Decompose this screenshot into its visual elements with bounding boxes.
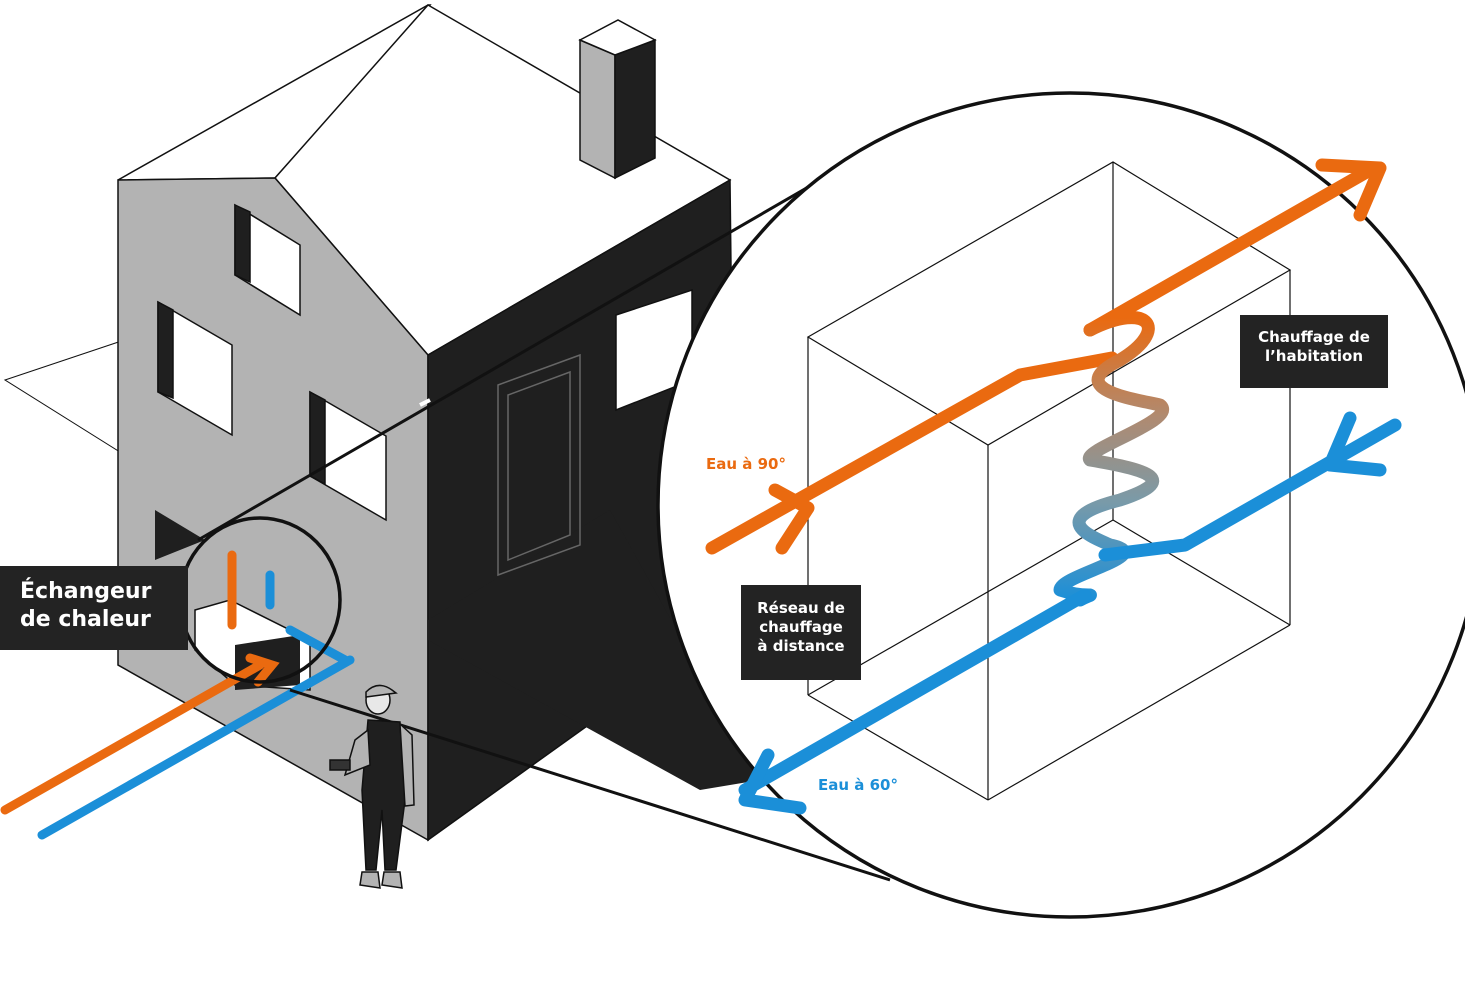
district-network-line-2: chauffage [759, 617, 843, 636]
exchanger-label-line-2: de chaleur [20, 606, 151, 632]
exchanger-pipes [0, 550, 355, 840]
home-heating-line-1: Chauffage de [1258, 328, 1370, 346]
zoom-circle [656, 91, 1465, 919]
chimney-top [578, 19, 657, 56]
district-network-line-3: à distance [757, 636, 845, 655]
zoom-line-top [197, 158, 856, 542]
home-heating-label: Chauffage de l’habitation [1240, 315, 1388, 388]
heat-exchanger-coil [1053, 311, 1170, 607]
hot-water-pipe [705, 158, 1387, 555]
exchanger-label: Échangeur de chaleur [0, 566, 188, 650]
district-network-label: Réseau de chauffage à distance [741, 585, 861, 680]
chimney-side [614, 38, 656, 180]
district-network-line-1: Réseau de [757, 599, 845, 617]
windows [157, 203, 693, 577]
cold-water-pipe [738, 411, 1402, 815]
cold-water-temp-label: Eau à 60° [818, 776, 898, 794]
chimney-front [579, 38, 616, 180]
exchanger-label-line-1: Échangeur [20, 579, 152, 604]
technician-icon [329, 684, 415, 889]
home-heating-line-2: l’habitation [1264, 346, 1364, 365]
hot-water-temp-label: Eau à 90° [706, 455, 786, 473]
house-illustration [117, 4, 760, 842]
house-shadow [428, 510, 760, 790]
